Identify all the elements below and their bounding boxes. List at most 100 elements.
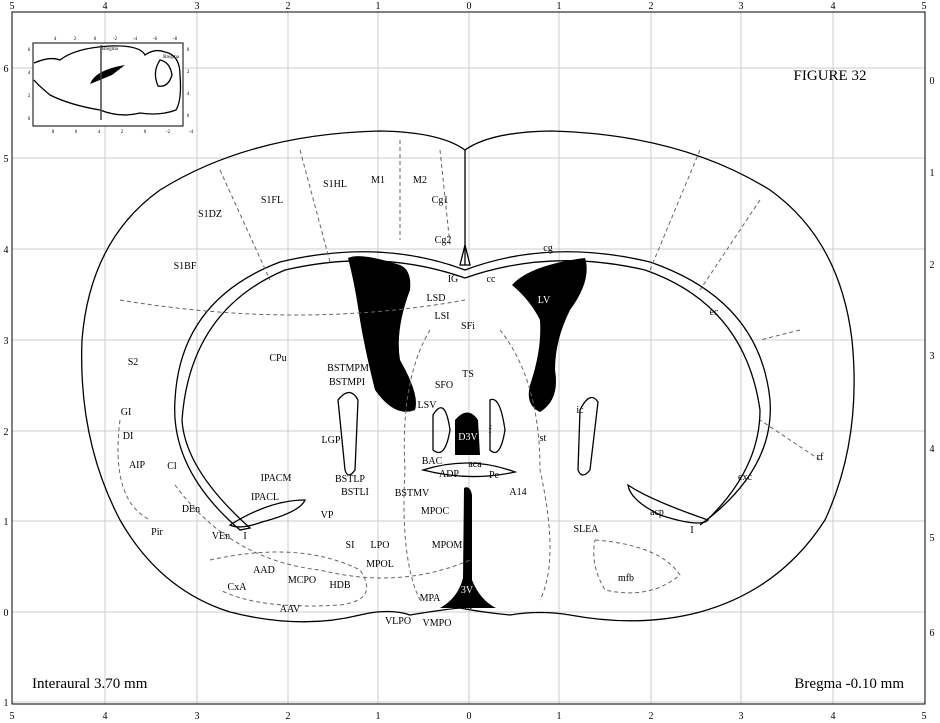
axis-tick-top: 5 — [10, 1, 15, 12]
axis-tick-bottom: 4 — [103, 711, 108, 722]
inset-tick: 0 — [187, 48, 190, 53]
axis-tick-right: 4 — [930, 444, 935, 455]
axis-tick-left: 1 — [4, 698, 9, 709]
axis-tick-top: 3 — [195, 1, 200, 12]
region-label-exc: exc — [738, 472, 752, 483]
region-label-bstmpi: BSTMPI — [329, 377, 365, 388]
axis-tick-top: 4 — [103, 1, 108, 12]
axis-tick-top: 0 — [467, 1, 472, 12]
axis-tick-bottom: 3 — [739, 711, 744, 722]
inset-tick: 4 — [54, 37, 57, 42]
region-label-ipacl: IPACL — [251, 492, 279, 503]
region-label-d3v: D3V — [458, 432, 478, 443]
inset-tick: 4 — [28, 71, 31, 76]
region-label-mfb: mfb — [618, 573, 634, 584]
region-label-ig: IG — [448, 274, 459, 285]
region-label-lgp: LGP — [322, 435, 341, 446]
interaural-label: Interaural 3.70 mm — [32, 676, 148, 692]
region-label-ven: VEn — [212, 531, 230, 542]
region-label-rf: rf — [817, 452, 824, 463]
region-label-lpo: LPO — [371, 540, 390, 551]
region-label-di: DI — [123, 431, 134, 442]
region-label-bstmv: BSTMV — [395, 488, 430, 499]
axis-tick-right: 5 — [930, 533, 935, 544]
axis-tick-bottom: 2 — [649, 711, 654, 722]
region-label-sfi: SFi — [461, 321, 475, 332]
inset-bregma-label-right: Bregma — [163, 55, 180, 60]
region-label-vp: VP — [321, 510, 334, 521]
region-label-mcpo: MCPO — [288, 575, 316, 586]
axis-tick-top: 5 — [922, 1, 927, 12]
region-label-ic: ic — [576, 405, 584, 416]
region-label-pe: Pe — [489, 470, 500, 481]
region-label-i: I — [690, 525, 693, 536]
region-label-st: st — [540, 433, 547, 444]
axis-tick-left: 4 — [4, 245, 9, 256]
inset-tick: -6 — [153, 37, 158, 42]
inset-tick: -2 — [166, 130, 171, 135]
inset-tick: 2 — [74, 37, 77, 42]
region-label-bstmpm: BSTMPM — [327, 363, 369, 374]
axis-tick-right: 1 — [930, 168, 935, 179]
inset-tick: -4 — [133, 37, 138, 42]
region-label-a14: A14 — [509, 487, 526, 498]
inset-tick: 0 — [94, 37, 97, 42]
brain-section — [81, 130, 855, 623]
axis-tick-left: 6 — [4, 64, 9, 75]
bregma-label: Bregma -0.10 mm — [794, 676, 904, 692]
region-label-ts: TS — [462, 369, 474, 380]
inset-tick: 4 — [187, 92, 190, 97]
inset-tick: 4 — [98, 130, 101, 135]
region-label-mpoc: MPOC — [421, 506, 450, 517]
axis-tick-bottom: 5 — [10, 711, 15, 722]
axis-tick-left: 1 — [4, 517, 9, 528]
axis-tick-bottom: 1 — [557, 711, 562, 722]
axis-tick-bottom: 4 — [831, 711, 836, 722]
inset-bregma-label: Bregma — [102, 47, 119, 52]
region-label-lsd: LSD — [427, 293, 446, 304]
region-label-aca: aca — [468, 459, 482, 470]
region-label-cpu: CPu — [269, 353, 286, 364]
region-label-ipacm: IPACM — [261, 473, 292, 484]
region-label-bac: BAC — [422, 456, 443, 467]
region-label-cg2: Cg2 — [435, 235, 452, 246]
inset-tick: 6 — [28, 48, 31, 53]
region-label-cc: cc — [487, 274, 496, 285]
region-label-s2: S2 — [128, 357, 139, 368]
region-label-slea: SLEA — [574, 524, 600, 535]
inset-tick: -4 — [189, 130, 194, 135]
region-label-i: I — [243, 531, 246, 542]
region-label-aip: AIP — [129, 460, 146, 471]
region-label-cg: cg — [543, 243, 552, 254]
region-label-pir: Pir — [151, 527, 163, 538]
axis-tick-bottom: 3 — [195, 711, 200, 722]
region-label-aad: AAD — [253, 565, 275, 576]
region-label-vlpo: VLPO — [385, 616, 411, 627]
region-label-aav: AAV — [280, 604, 301, 615]
axis-tick-left: 0 — [4, 608, 9, 619]
region-label-cxa: CxA — [228, 582, 248, 593]
region-label-mpa: MPA — [420, 593, 442, 604]
region-label-ec: ec — [710, 307, 719, 318]
region-label-hdb: HDB — [329, 580, 350, 591]
inset-tick: 6 — [187, 114, 190, 119]
axis-tick-top: 1 — [376, 1, 381, 12]
region-label-mpom: MPOM — [432, 540, 463, 551]
region-label-3v: 3V — [461, 585, 474, 596]
inset-tick: 6 — [75, 130, 78, 135]
region-label-s1dz: S1DZ — [198, 209, 222, 220]
axis-tick-bottom: 2 — [286, 711, 291, 722]
axis-tick-bottom: 1 — [376, 711, 381, 722]
inset-tick: 8 — [52, 130, 55, 135]
region-label-den: DEn — [182, 504, 200, 515]
region-label-gi: GI — [121, 407, 132, 418]
frame — [11, 11, 926, 705]
inset-tick: 2 — [28, 94, 31, 99]
inset-tick: 0 — [144, 130, 147, 135]
axis-tick-right: 2 — [930, 260, 935, 271]
axis-tick-top: 3 — [739, 1, 744, 12]
